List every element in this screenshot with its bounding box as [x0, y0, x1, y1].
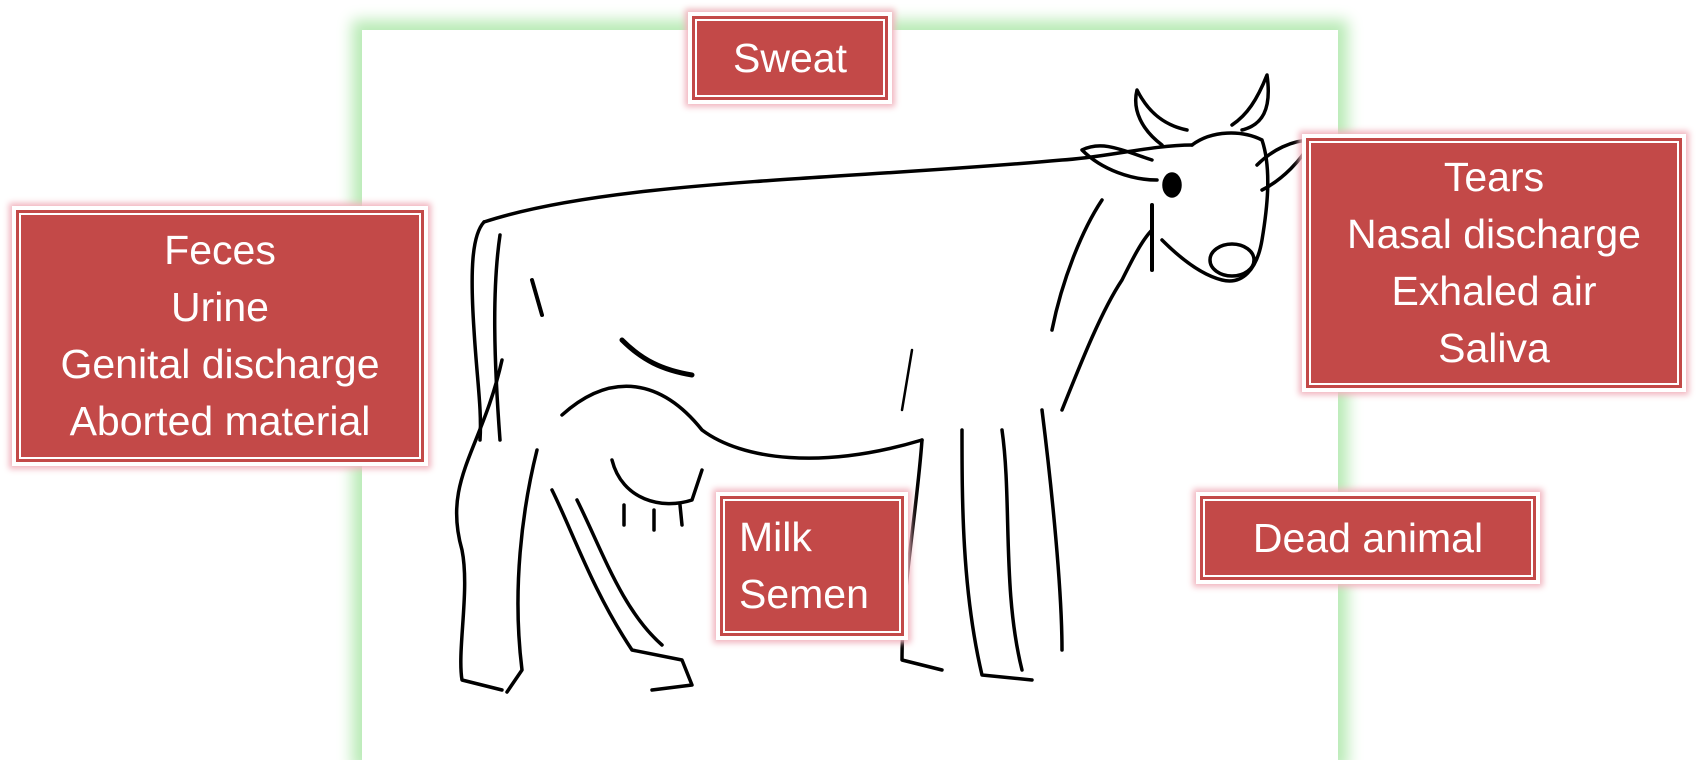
cow-head — [1162, 133, 1268, 281]
label-semen: Semen — [739, 566, 869, 623]
label-milk: Milk — [739, 509, 812, 566]
cow-udder — [612, 460, 702, 504]
cow-belly — [562, 386, 922, 458]
label-sweat: Sweat — [690, 14, 890, 102]
cow-image-frame — [362, 30, 1338, 760]
label-saliva: Saliva — [1438, 320, 1550, 377]
label-tears: Tears — [1444, 149, 1544, 206]
label-feces: Feces — [164, 222, 276, 279]
cow-eye — [1164, 174, 1180, 196]
label-urine: Urine — [171, 279, 269, 336]
cow-horn-right — [1232, 75, 1268, 130]
label-genital-discharge: Genital discharge — [60, 336, 379, 393]
label-dead-animal: Dead animal — [1198, 494, 1538, 582]
label-excretions: Feces Urine Genital discharge Aborted ma… — [14, 208, 426, 464]
cow-nose — [1210, 244, 1254, 276]
label-milk-semen: Milk Semen — [718, 494, 906, 638]
label-nasal-discharge: Nasal discharge — [1347, 206, 1641, 263]
label-head-secretions: Tears Nasal discharge Exhaled air Saliva — [1304, 136, 1684, 390]
cow-neck — [1062, 230, 1152, 410]
label-sweat-text: Sweat — [733, 30, 847, 87]
label-aborted-material: Aborted material — [70, 393, 371, 450]
cow-back — [484, 145, 1192, 222]
cow-tail — [472, 222, 484, 440]
cow-drawing — [362, 30, 1338, 748]
label-dead-animal-text: Dead animal — [1253, 510, 1483, 567]
cow-ear-left — [1082, 146, 1157, 180]
label-exhaled-air: Exhaled air — [1391, 263, 1596, 320]
cow-front-leg — [902, 440, 942, 670]
cow-horn-left — [1136, 90, 1187, 145]
